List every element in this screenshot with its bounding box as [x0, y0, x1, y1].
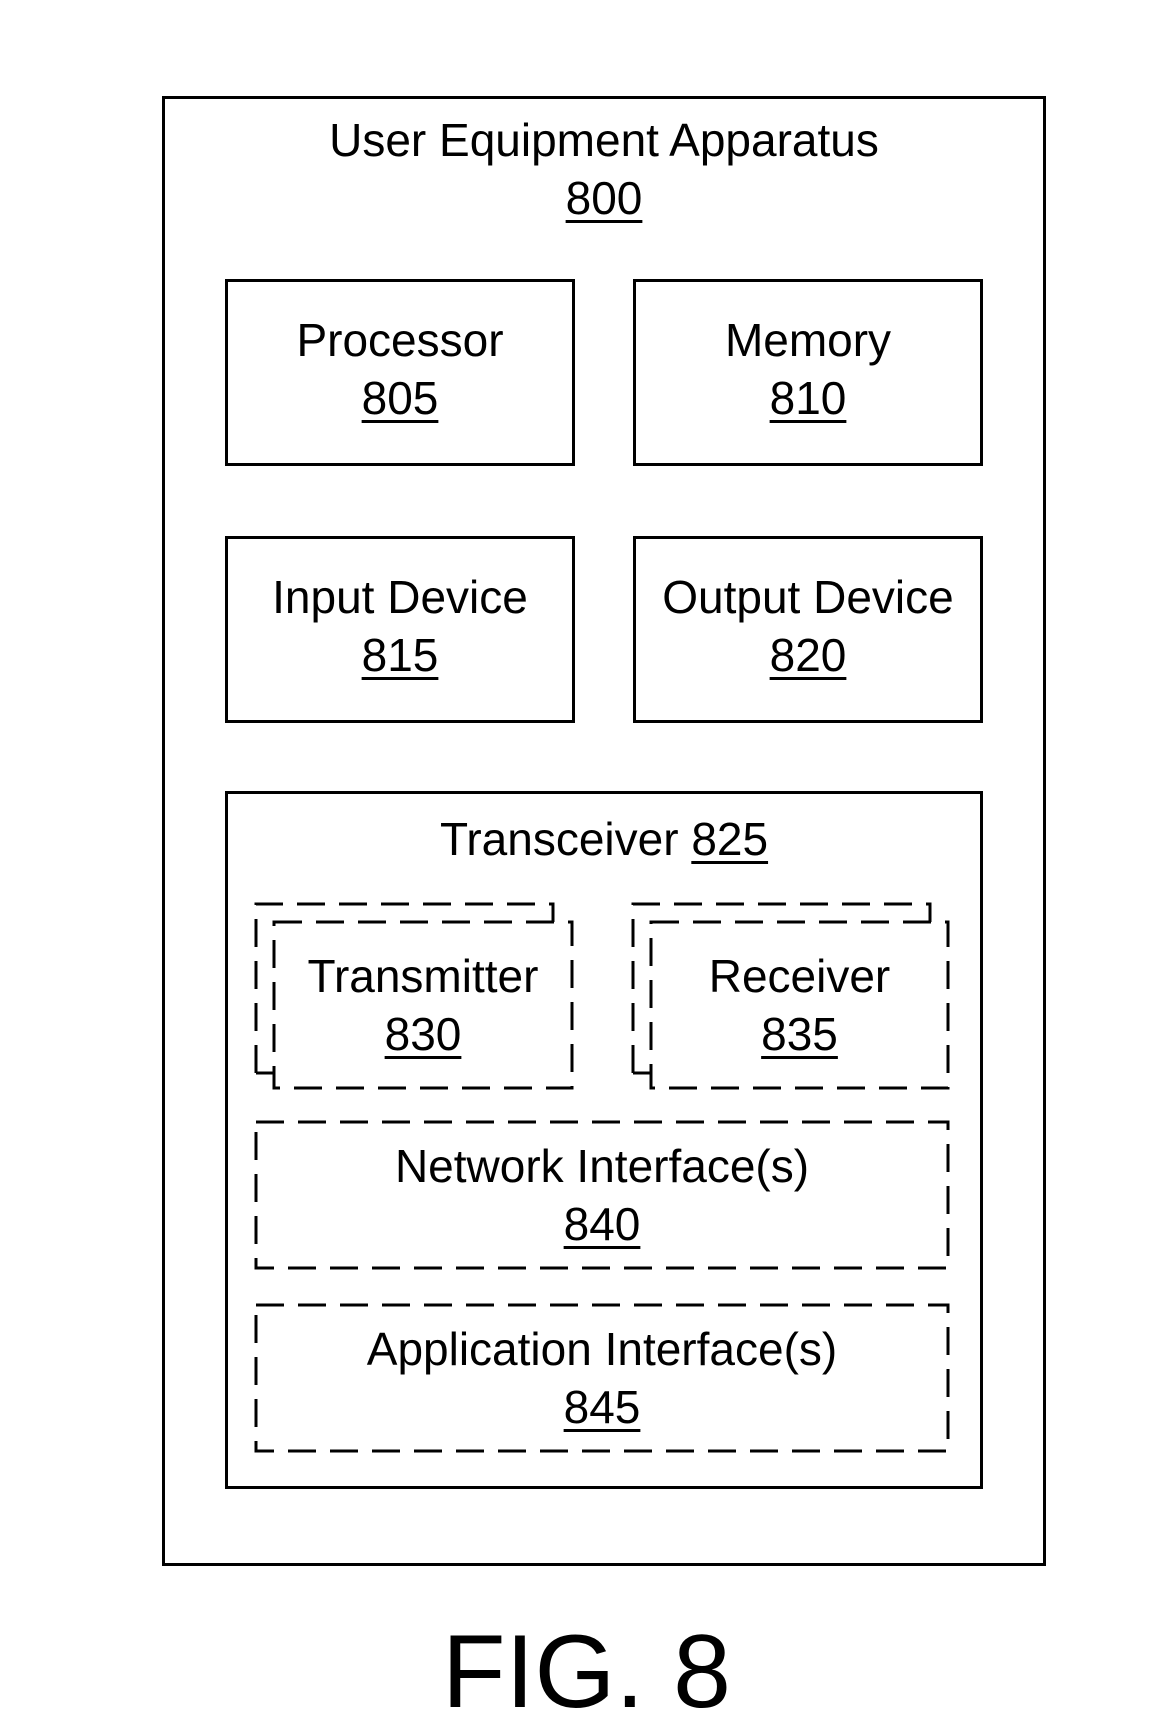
memory-label: Memory [724, 314, 892, 366]
receiver-label: Receiver [708, 950, 891, 1002]
figure-caption: FIG. 8 [442, 1614, 731, 1730]
processor-text: Processor 805 [225, 317, 575, 421]
transceiver-label: Transceiver [439, 813, 679, 865]
transmitter-label: Transmitter [307, 950, 539, 1002]
network-interface-label: Network Interface(s) [394, 1140, 810, 1192]
transceiver-title: Transceiver 825 [225, 816, 983, 862]
input-device-ref: 815 [361, 629, 439, 681]
memory-text: Memory 810 [633, 317, 983, 421]
transmitter-text: Transmitter 830 [274, 953, 572, 1057]
receiver-text: Receiver 835 [651, 953, 948, 1057]
transceiver-ref: 825 [691, 813, 769, 865]
processor-box [225, 279, 575, 466]
input-device-box [225, 536, 575, 723]
application-interface-text: Application Interface(s) 845 [256, 1326, 948, 1430]
application-interface-label: Application Interface(s) [366, 1323, 838, 1375]
output-device-label: Output Device [662, 571, 954, 623]
network-interface-text: Network Interface(s) 840 [256, 1143, 948, 1247]
output-device-box [633, 536, 983, 723]
apparatus-ref: 800 [565, 172, 643, 224]
network-interface-ref: 840 [563, 1198, 641, 1250]
user-equipment-apparatus-box [162, 96, 1046, 1566]
output-device-text: Output Device 820 [633, 574, 983, 678]
processor-label: Processor [296, 314, 504, 366]
application-interface-ref: 845 [563, 1381, 641, 1433]
input-device-text: Input Device 815 [225, 574, 575, 678]
memory-ref: 810 [769, 372, 847, 424]
processor-ref: 805 [361, 372, 439, 424]
apparatus-title: User Equipment Apparatus 800 [162, 117, 1046, 221]
input-device-label: Input Device [272, 571, 528, 623]
transmitter-ref: 830 [384, 1008, 462, 1060]
receiver-ref: 835 [761, 1008, 838, 1060]
output-device-ref: 820 [769, 629, 847, 681]
memory-box [633, 279, 983, 466]
apparatus-label: User Equipment Apparatus [329, 114, 879, 166]
transceiver-box [225, 791, 983, 1489]
